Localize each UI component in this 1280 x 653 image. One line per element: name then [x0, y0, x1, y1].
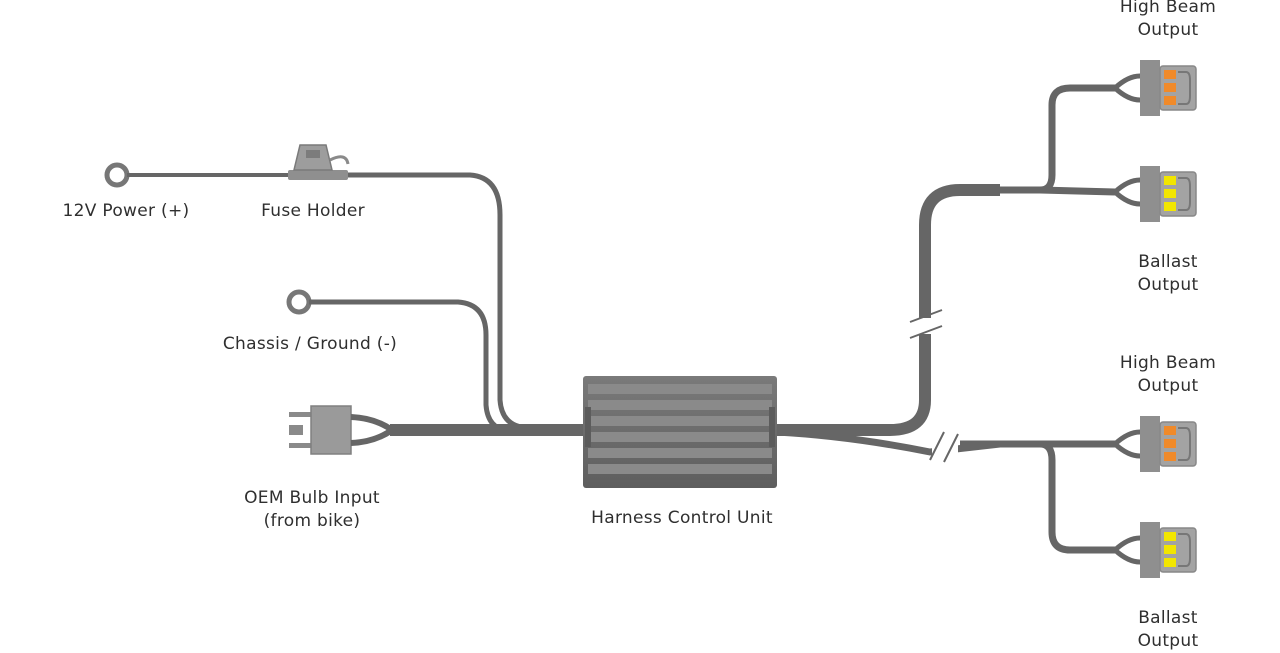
cable-break-icon — [929, 431, 959, 463]
ballast-label-line2: Output — [1137, 275, 1199, 295]
upper-output-cable — [777, 184, 1000, 436]
ground-ring-terminal — [286, 289, 312, 315]
power-label: 12V Power (+) — [62, 201, 190, 221]
lower-split-wires — [960, 440, 1115, 554]
high-beam-connector-icon — [1113, 416, 1197, 472]
oem-bulb-label-line2: (from bike) — [263, 511, 361, 531]
fuse-holder-icon — [288, 144, 350, 180]
power-ring-terminal — [104, 162, 130, 188]
fuse-holder-label: Fuse Holder — [261, 201, 365, 221]
ballast-label-line1: Ballast — [1138, 252, 1198, 272]
ballast-connector-icon — [1113, 522, 1197, 578]
ballast-output-label-2: Ballast Output — [1108, 607, 1228, 653]
high-beam-output-label-2: High Beam Output — [1108, 352, 1228, 398]
high-beam-connector-icon — [1113, 60, 1197, 116]
high-beam-label-line2: Output — [1137, 376, 1199, 396]
oem-bulb-connector-icon — [289, 405, 394, 455]
upper-split-wires — [1000, 84, 1116, 196]
high-beam-label-line1: High Beam — [1119, 0, 1217, 17]
high-beam-label-line1: High Beam — [1119, 353, 1217, 373]
high-beam-output-label-1: High Beam Output — [1108, 0, 1228, 42]
cable-break-icon — [909, 309, 943, 339]
ballast-label-line2: Output — [1137, 631, 1199, 651]
ground-label: Chassis / Ground (-) — [222, 334, 398, 354]
high-beam-label-line2: Output — [1137, 20, 1199, 40]
ballast-label-line1: Ballast — [1138, 608, 1198, 628]
lower-output-cable — [776, 428, 1001, 456]
ballast-output-label-1: Ballast Output — [1108, 251, 1228, 297]
control-unit-label: Harness Control Unit — [591, 508, 773, 528]
ballast-connector-icon — [1113, 166, 1197, 222]
harness-control-unit-icon — [583, 376, 777, 488]
oem-bulb-label-line1: OEM Bulb Input — [244, 488, 380, 508]
oem-bulb-label: OEM Bulb Input (from bike) — [220, 487, 404, 533]
